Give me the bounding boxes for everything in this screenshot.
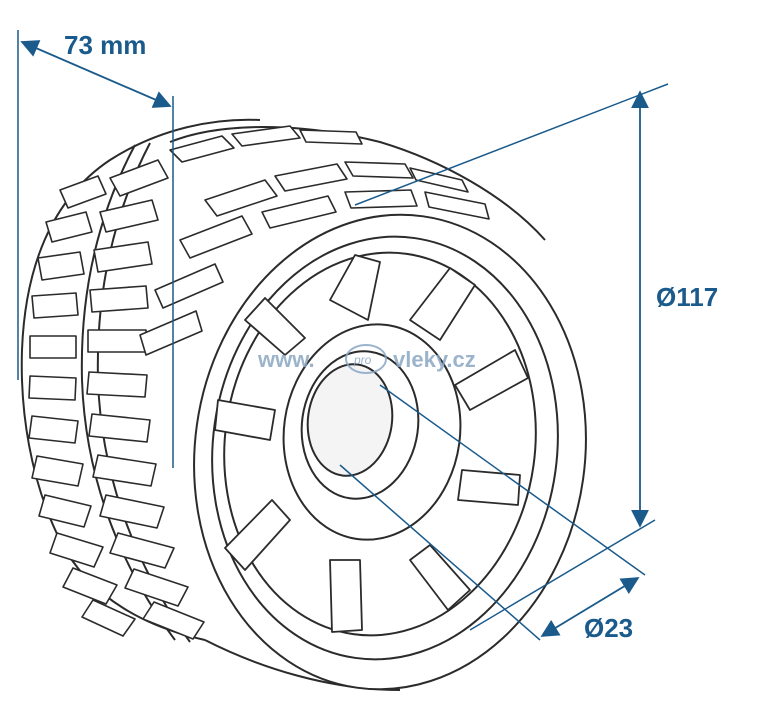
tread-top [139,125,490,356]
outer-diameter-label: Ø117 [656,282,718,312]
watermark-logo-text: pro [353,353,372,367]
tread-left [28,175,136,637]
width-dimension-label: 73 mm [64,30,146,60]
tread-right [86,159,205,640]
dimension-bore-diameter [339,384,646,641]
watermark-domain: vleky.cz [393,347,476,372]
wheel-hub [282,323,462,541]
watermark-logo-icon [345,344,387,374]
watermark-www: www. [257,347,315,372]
bore-diameter-label: Ø23 [584,613,633,643]
watermark: www. pro vleky.cz [257,344,476,374]
dimension-width [17,30,174,468]
wheel-spokes [214,254,529,633]
dimension-outer-diameter [354,83,669,631]
